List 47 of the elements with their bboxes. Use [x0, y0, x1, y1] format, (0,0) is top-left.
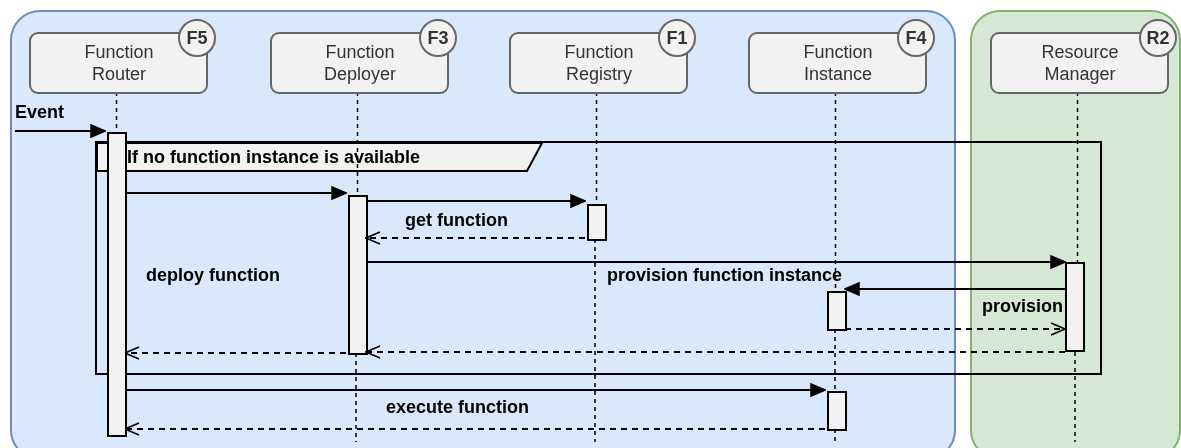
message-arrow — [365, 194, 586, 208]
lifeline — [115, 91, 118, 131]
group-region — [10, 10, 956, 448]
activation-bar — [1065, 262, 1085, 352]
frame-label: If no function instance is available — [127, 147, 421, 168]
activation-bar — [348, 195, 368, 355]
message-label: provision function instance — [607, 265, 843, 286]
message-label: Event — [15, 102, 65, 123]
alt-frame — [95, 141, 1102, 375]
id-badge: F3 — [419, 19, 457, 57]
message-label: execute function — [386, 397, 530, 418]
lifeline — [355, 352, 357, 443]
message-arrow — [365, 255, 1066, 269]
participant-name: Resource Manager — [1040, 41, 1120, 85]
activation-bar — [827, 391, 847, 431]
message-arrow — [365, 345, 1066, 359]
lifeline — [594, 238, 596, 443]
lifeline — [834, 328, 836, 390]
lifeline — [1074, 351, 1076, 443]
message-arrow — [844, 322, 1066, 336]
id-badge: F5 — [178, 19, 216, 57]
activation-bar — [827, 291, 847, 331]
group-region — [970, 10, 1181, 448]
participant-name: Function Router — [83, 41, 155, 85]
participant-name: Function Registry — [563, 41, 635, 85]
message-arrow — [124, 383, 826, 397]
activation-bar — [107, 132, 127, 437]
lifeline — [834, 428, 836, 443]
message-arrow — [844, 282, 1066, 296]
lifeline — [595, 91, 598, 203]
participant-name: Function Instance — [802, 41, 874, 85]
participant-name: Function Deployer — [322, 41, 397, 85]
message-arrow — [124, 186, 347, 200]
message-arrow — [365, 231, 586, 245]
message-arrow — [124, 346, 347, 360]
message-arrow — [14, 124, 106, 138]
message-label: deploy function — [146, 265, 280, 286]
message-label: provision — [982, 296, 1063, 317]
activation-bar — [587, 204, 607, 241]
message-label: get function — [405, 210, 508, 231]
id-badge: F4 — [897, 19, 935, 57]
id-badge: F1 — [658, 19, 696, 57]
lifeline — [1076, 91, 1079, 263]
lifeline — [356, 91, 359, 194]
id-badge: R2 — [1139, 19, 1177, 57]
lifeline — [834, 91, 837, 290]
message-arrow — [124, 422, 826, 436]
